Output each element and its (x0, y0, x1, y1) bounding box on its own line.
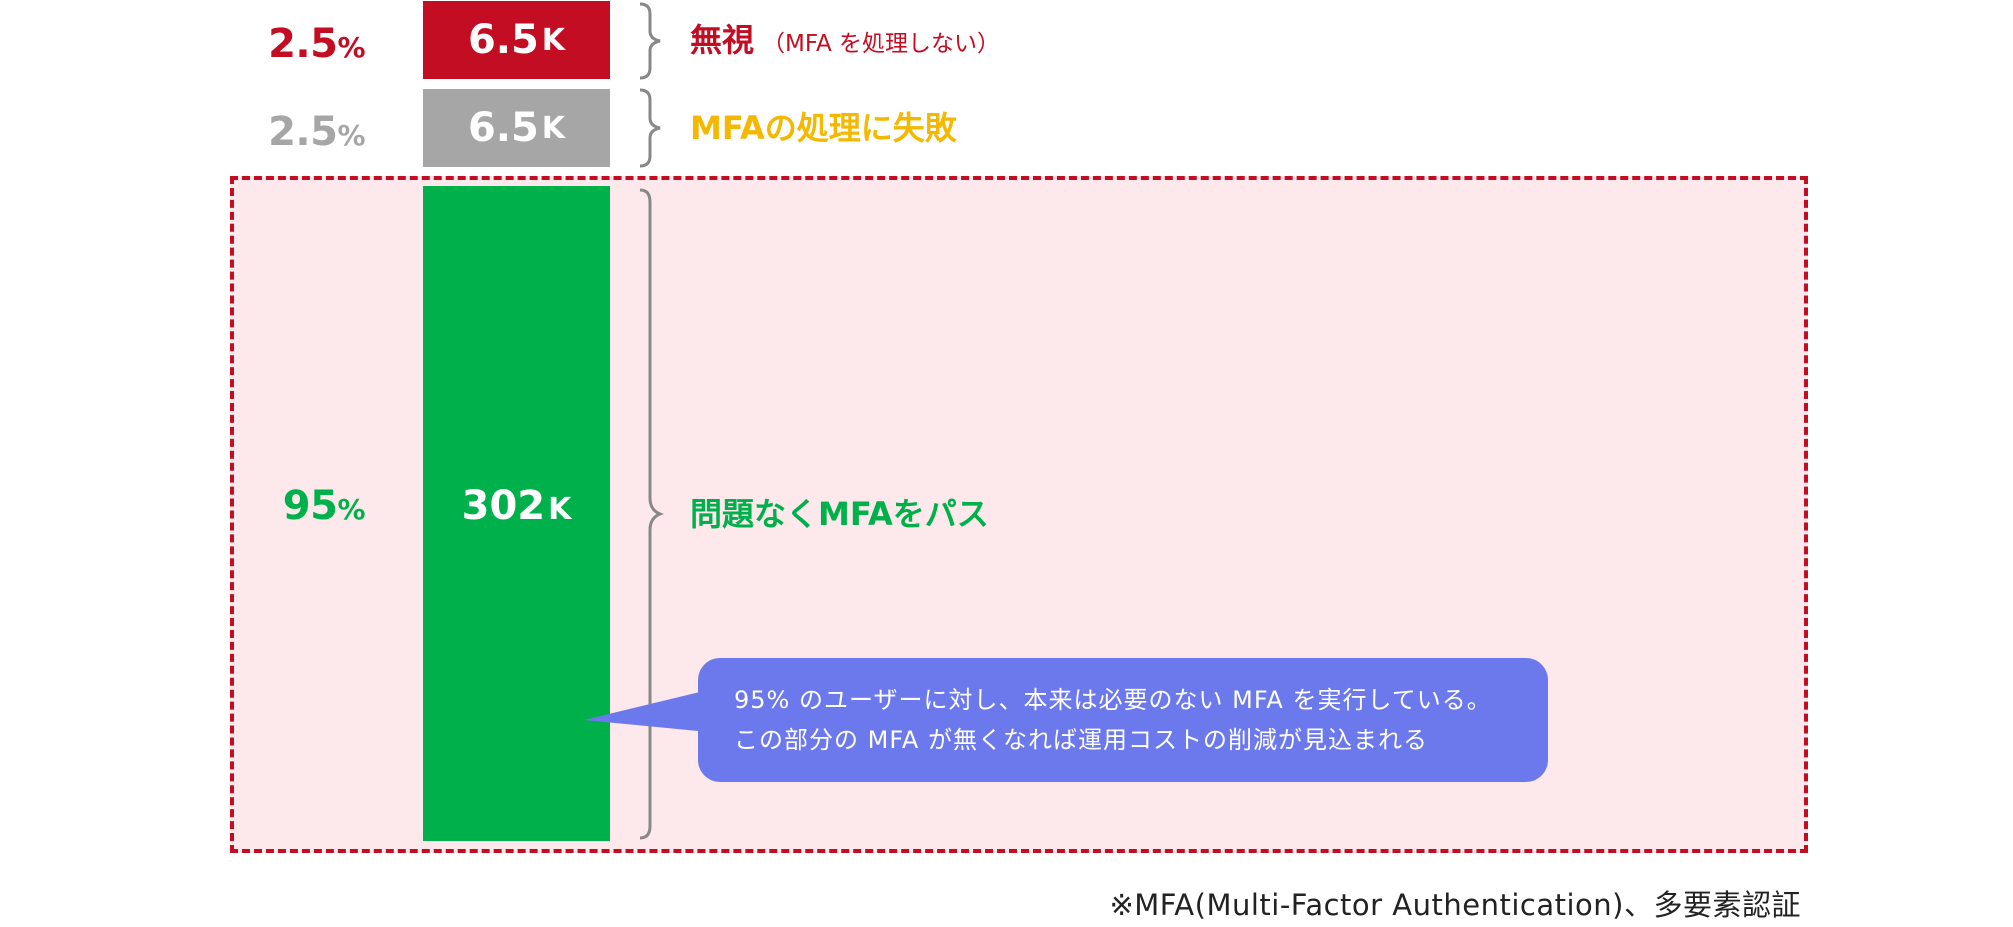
label-ignore: 無視（MFA を処理しない） (690, 21, 1001, 59)
label-failed: MFAの処理に失敗 (690, 109, 957, 147)
brace-ignore-icon (639, 2, 661, 80)
percent-failed: 2.5% (268, 109, 365, 155)
brace-passed-icon (639, 188, 665, 840)
percent-ignore: 2.5% (268, 21, 365, 67)
callout-line-2: この部分の MFA が無くなれば運用コストの削減が見込まれる (734, 726, 1428, 754)
callout-tail-icon (584, 690, 708, 732)
footnote: ※MFA(Multi-Factor Authentication)、多要素認証 (1109, 888, 1801, 922)
callout-line-1: 95% のユーザーに対し、本来は必要のない MFA を実行している。 (734, 686, 1492, 714)
percent-passed: 95% (282, 483, 366, 529)
label-passed: 問題なくMFAをパス (690, 495, 989, 533)
brace-failed-icon (639, 88, 661, 168)
callout-box: 95% のユーザーに対し、本来は必要のない MFA を実行している。 この部分の… (698, 658, 1548, 782)
